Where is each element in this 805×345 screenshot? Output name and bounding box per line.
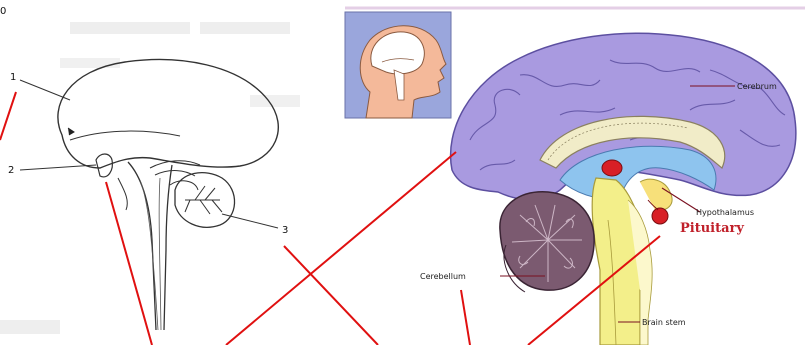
connector-line	[0, 92, 16, 140]
connector-line	[106, 182, 152, 345]
pituitary-gland	[652, 208, 668, 224]
pointer-1	[20, 80, 70, 100]
cerebellum-shape	[500, 192, 594, 292]
pointer-2	[20, 165, 96, 170]
background-text-bleed	[0, 22, 300, 334]
connector-line	[284, 246, 378, 345]
inset-head-thumbnail	[345, 12, 451, 118]
sketch-brainstem	[128, 162, 172, 330]
label-brain-stem: Brain stem	[642, 318, 686, 327]
label-2: 2	[8, 165, 14, 176]
label-1: 1	[10, 72, 16, 83]
connector-line	[461, 290, 470, 345]
label-cerebellum: Cerebellum	[420, 272, 466, 281]
connector-line	[226, 152, 456, 345]
sketch-pituitary	[96, 154, 112, 177]
left-brain-sketch: 0 1 2 3	[0, 6, 300, 334]
label-3: 3	[282, 225, 288, 236]
label-cerebrum: Cerebrum	[737, 82, 777, 91]
thalamus	[602, 160, 622, 176]
pointer-3	[222, 214, 278, 228]
label-hypothalamus: Hypothalamus	[696, 208, 754, 217]
sketch-cerebrum	[58, 60, 278, 168]
right-brain-illustration: Cerebrum Hypothalamus Pituitary Cerebell…	[345, 8, 805, 345]
label-pituitary: Pituitary	[680, 221, 744, 236]
corner-mark: 0	[0, 6, 6, 17]
